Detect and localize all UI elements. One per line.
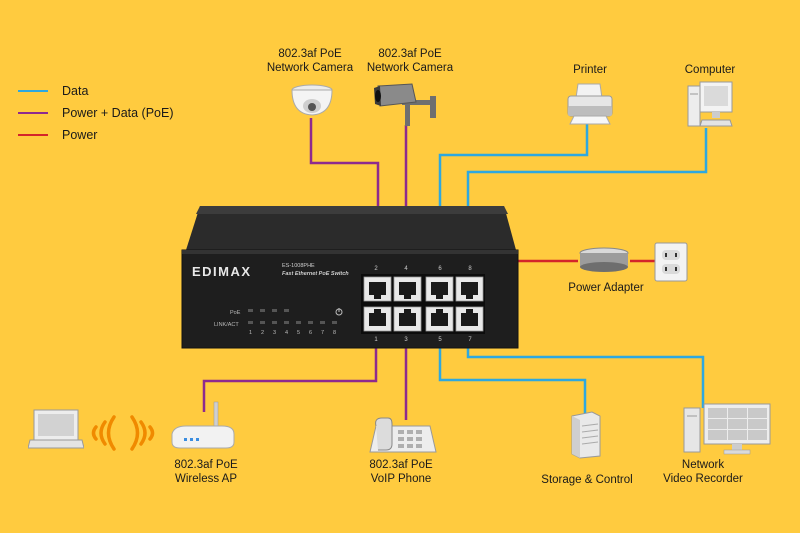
led-number: 5 [297,330,300,336]
legend-swatch-power [18,134,48,136]
legend-item-data: Data [18,80,174,102]
legend-swatch-data [18,90,48,92]
label-line: Network [681,459,725,471]
legend-label: Power + Data (PoE) [62,106,174,120]
label-line: Storage & Control [541,474,633,486]
label-dome-camera: 802.3af PoE Network Camera [260,47,360,75]
led-number: 2 [261,330,264,336]
switch-model: ES-1008PHE [282,263,315,269]
power-adapter-icon [579,247,629,272]
label-nvr: Network Video Recorder [653,458,753,486]
legend-item-power: Power [18,124,174,146]
label-line: 802.3af PoE [369,459,433,471]
label-bullet-camera: 802.3af PoE Network Camera [360,47,460,75]
label-computer: Computer [670,63,750,77]
led-number: 7 [321,330,324,336]
port-number: 3 [404,337,408,343]
label-line: Network Camera [366,62,454,74]
label-storage: Storage & Control [532,473,642,487]
label-wireless-ap: 802.3af PoE Wireless AP [156,458,256,486]
label-line: Computer [684,64,736,76]
port-number: 5 [438,337,442,343]
led-number: 3 [273,330,276,336]
printer-icon [567,83,613,125]
nvr-icon [683,403,771,455]
label-printer: Printer [550,63,630,77]
led-number: 8 [333,330,336,336]
port-number: 8 [468,266,472,272]
voip-phone-icon [369,417,437,453]
computer-icon [687,81,733,127]
label-line: 802.3af PoE [378,48,442,60]
legend-label: Data [62,84,89,98]
port-number: 7 [468,337,472,343]
legend: Data Power + Data (PoE) Power [18,80,174,146]
wall-outlet-icon [654,242,688,282]
poe-led-label: PoE [230,310,241,316]
data-line-printer [438,124,589,256]
label-line: Network Camera [266,62,354,74]
rj45-ports [361,274,485,334]
poe-line-wireless-ap [202,340,378,412]
legend-label: Power [62,128,98,142]
poe-switch: EDIMAX ES-1008PHE Fast Ethernet PoE Swit… [181,206,519,349]
port-number: 2 [374,266,378,272]
legend-swatch-poe [18,112,48,114]
bullet-camera-icon [374,83,436,126]
label-power-adapter: Power Adapter [556,281,656,295]
label-line: Wireless AP [175,473,237,485]
label-line: Printer [573,64,607,76]
port-number: 6 [438,266,442,272]
label-line: Power Adapter [568,282,644,294]
data-line-storage [438,340,587,414]
label-line: VoIP Phone [370,473,432,485]
laptop-icon [28,409,84,449]
label-line: 802.3af PoE [278,48,342,60]
led-number: 1 [249,330,252,336]
label-line: Video Recorder [663,473,743,485]
led-number: 6 [309,330,312,336]
link-led-label: LINK/ACT [214,322,239,328]
label-voip-phone: 802.3af PoE VoIP Phone [351,458,451,486]
wireless-ap-icon [171,401,235,449]
switch-brand: EDIMAX [192,264,252,279]
dome-camera-icon [291,84,333,116]
switch-subtitle: Fast Ethernet PoE Switch [282,271,349,277]
port-number: 1 [374,337,378,343]
legend-item-poe: Power + Data (PoE) [18,102,174,124]
led-number: 4 [285,330,288,336]
storage-tower-icon [571,411,601,459]
port-number: 4 [404,266,408,272]
label-line: 802.3af PoE [174,459,238,471]
wifi-signal-icon [91,415,155,451]
